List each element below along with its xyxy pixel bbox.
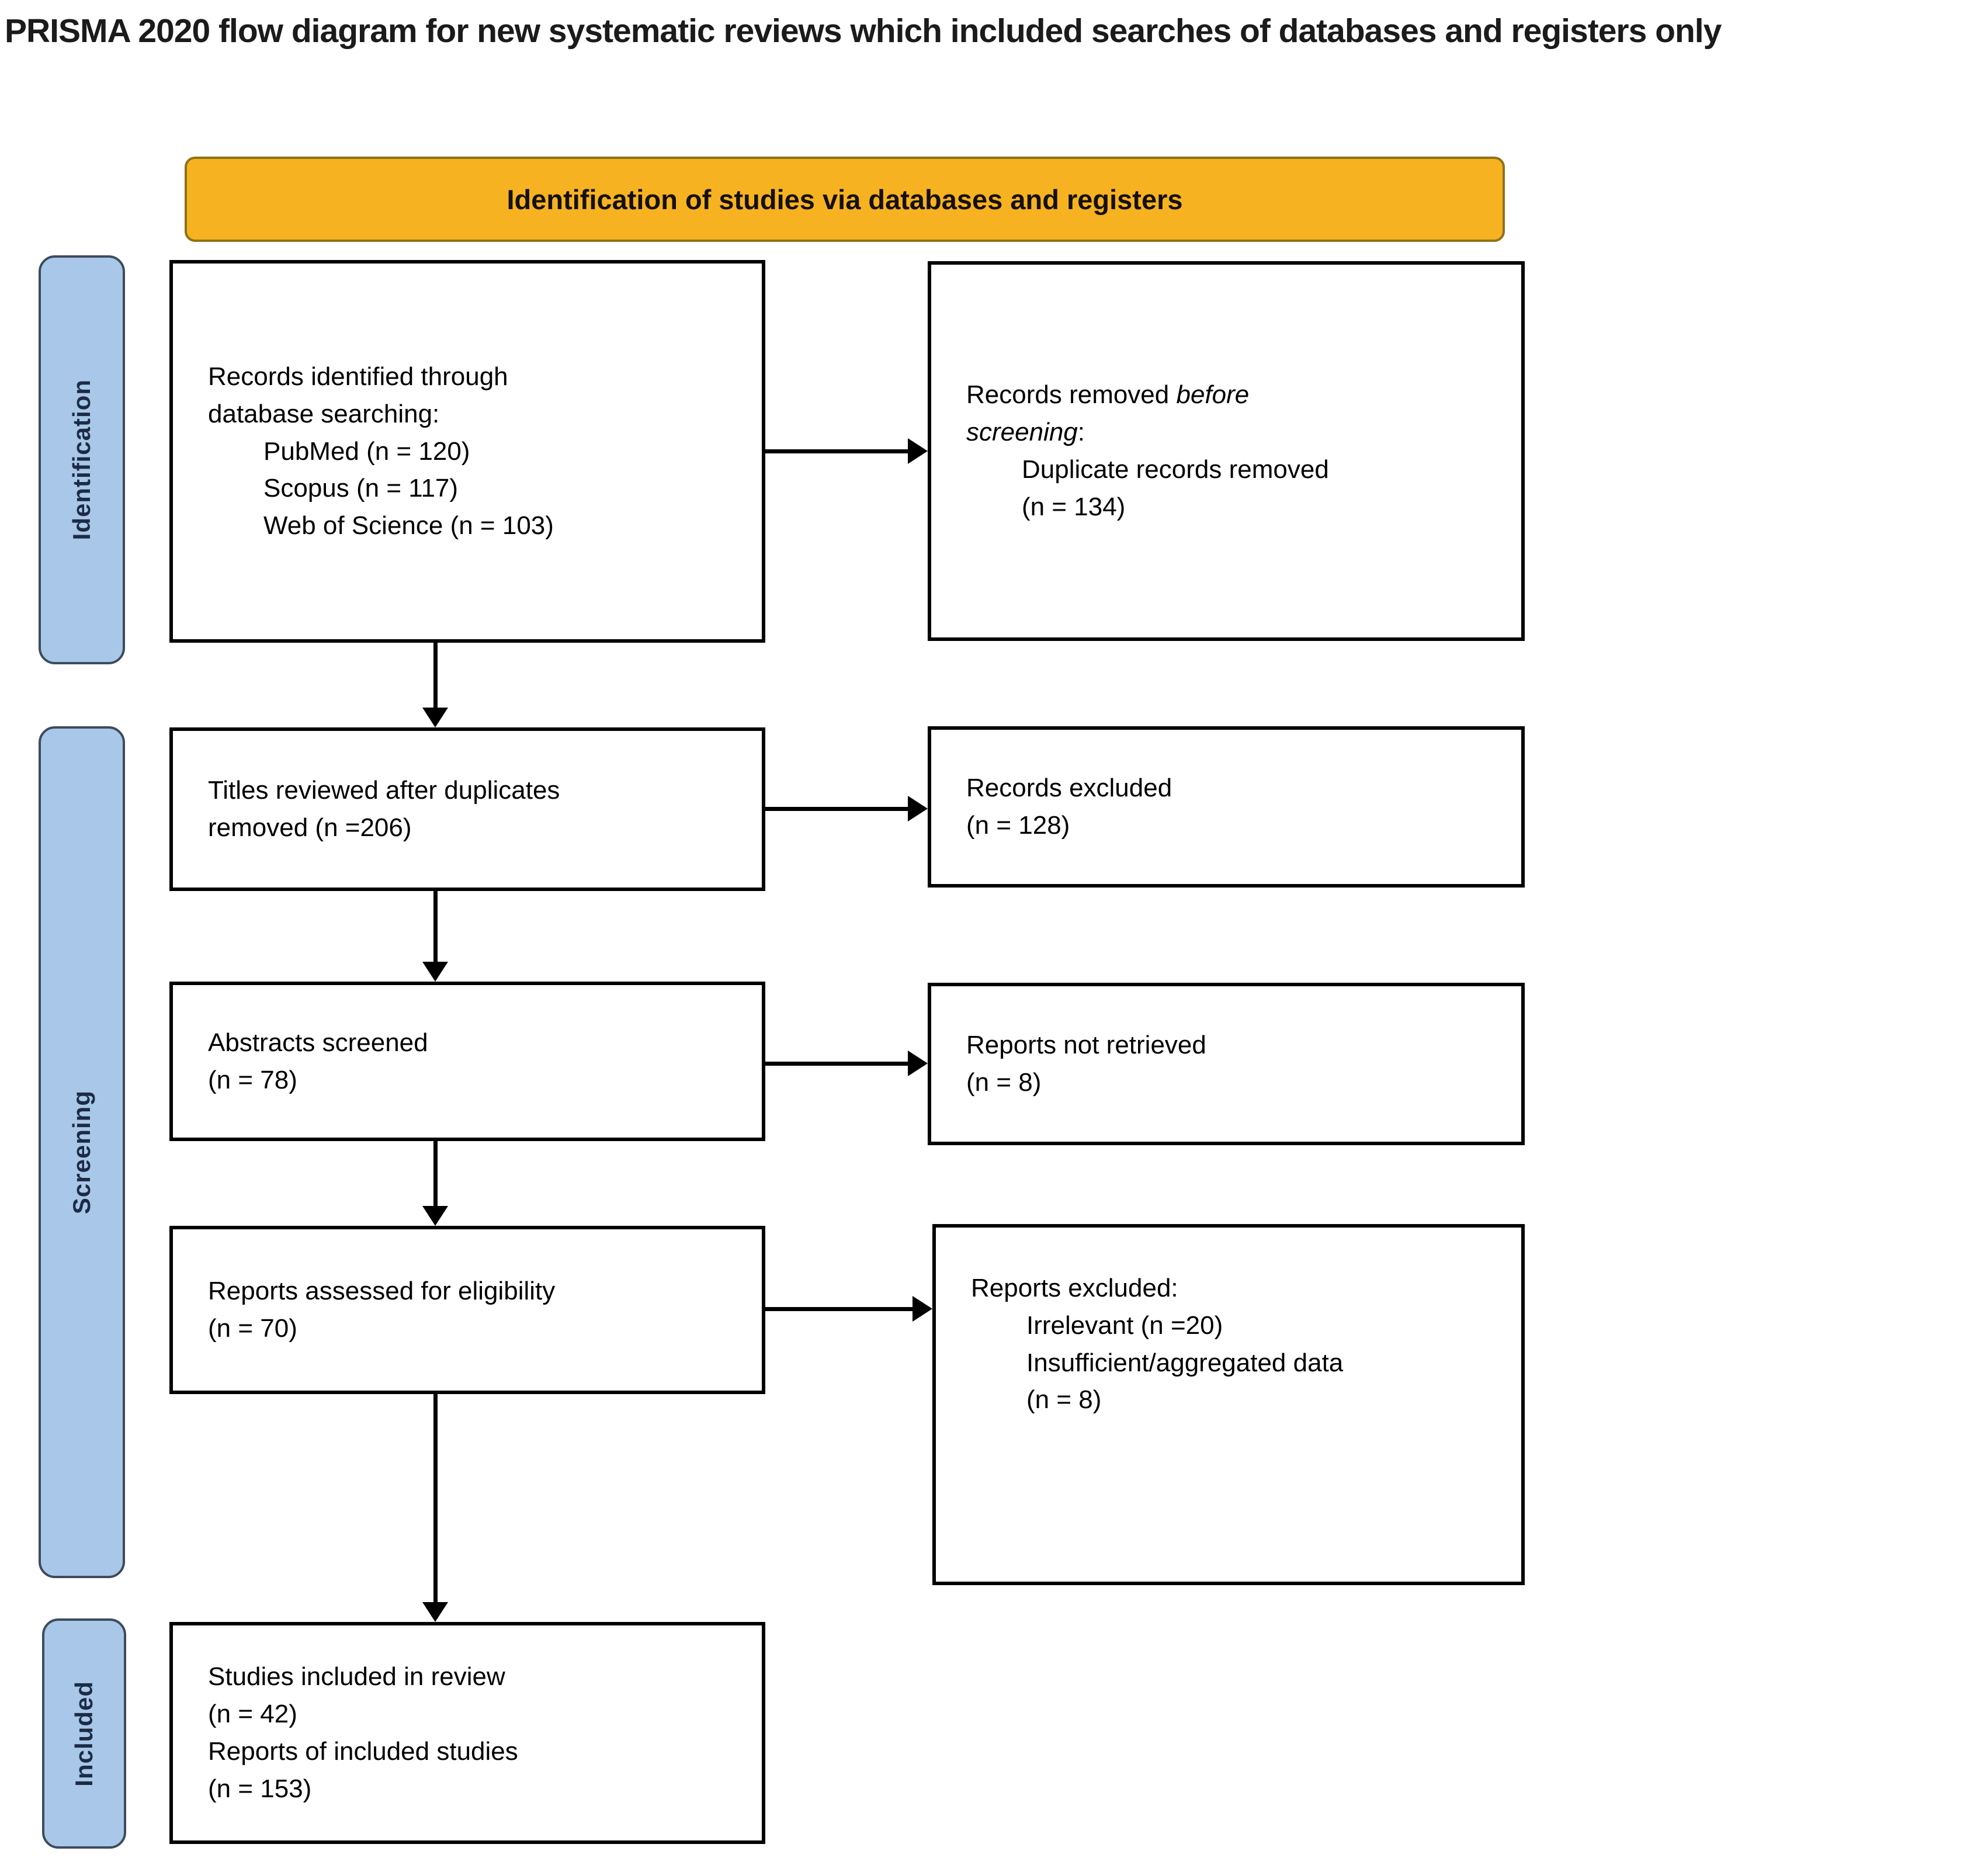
arrow-right-head-icon bbox=[908, 1051, 928, 1076]
box-records-identified: Records identified through database searc… bbox=[169, 260, 765, 643]
text-line: Reports not retrieved bbox=[966, 1031, 1206, 1060]
arrow-shaft bbox=[433, 1141, 438, 1206]
arrow-shaft bbox=[765, 1061, 908, 1066]
text-line: removed (n =206) bbox=[208, 813, 412, 842]
box-titles-reviewed: Titles reviewed after duplicates removed … bbox=[169, 727, 765, 891]
arrow-down-abstracts-to-reports bbox=[422, 1141, 448, 1226]
arrow-shaft bbox=[433, 643, 438, 708]
box-records-excluded: Records excluded (n = 128) bbox=[928, 726, 1525, 888]
page-title: PRISMA 2020 flow diagram for new systema… bbox=[5, 12, 1722, 50]
text-line: (n = 153) bbox=[208, 1774, 312, 1803]
text-line: Reports assessed for eligibility bbox=[208, 1277, 556, 1306]
text-line: (n = 8) bbox=[1026, 1385, 1102, 1415]
arrow-shaft bbox=[765, 1306, 913, 1311]
banner-identification-via-databases: Identification of studies via databases … bbox=[185, 157, 1505, 242]
text-line: (n = 78) bbox=[208, 1065, 297, 1094]
text-line: Duplicate records removed bbox=[1022, 455, 1329, 484]
text-line: database searching: bbox=[208, 399, 440, 428]
stage-screening: Screening bbox=[39, 726, 125, 1578]
arrow-right-head-icon bbox=[908, 796, 928, 821]
text-line: Abstracts screened bbox=[208, 1028, 428, 1057]
arrow-right-assessed-to-excluded bbox=[765, 1296, 932, 1322]
box-records-removed-before-screening: Records removed before screening: Duplicat… bbox=[928, 261, 1525, 641]
arrow-shaft bbox=[433, 1394, 438, 1602]
arrow-shaft bbox=[765, 806, 908, 811]
text-line: PubMed (n = 120) bbox=[263, 436, 470, 466]
arrow-right-abstracts-to-not-retrieved bbox=[765, 1051, 928, 1076]
text-line: (n = 42) bbox=[208, 1700, 297, 1729]
text-line: Records identified through bbox=[208, 362, 508, 391]
text-line: Titles reviewed after duplicates bbox=[208, 776, 560, 805]
arrow-right-identified-to-removed bbox=[765, 438, 928, 464]
banner-label: Identification of studies via databases … bbox=[506, 183, 1183, 215]
arrow-down-titles-to-abstracts bbox=[422, 891, 448, 982]
box-studies-included: Studies included in review (n = 42) Report… bbox=[169, 1622, 765, 1844]
text-line: Scopus (n = 117) bbox=[263, 474, 459, 503]
text-line: Reports excluded: bbox=[971, 1274, 1178, 1302]
text-line: (n = 128) bbox=[966, 811, 1070, 840]
box-reports-assessed: Reports assessed for eligibility (n = 70) bbox=[169, 1226, 765, 1394]
arrow-down-head-icon bbox=[422, 1602, 448, 1622]
stage-identification: Identification bbox=[39, 255, 125, 664]
text-line: Studies included in review bbox=[208, 1662, 505, 1691]
text-line: Records excluded bbox=[966, 774, 1172, 803]
arrow-down-identified-to-titles bbox=[422, 643, 448, 727]
arrow-down-head-icon bbox=[422, 1206, 448, 1226]
text-line: screening: bbox=[966, 418, 1085, 447]
box-reports-excluded: Reports excluded: Irrelevant (n =20) Insuf… bbox=[932, 1224, 1525, 1585]
arrow-shaft bbox=[433, 891, 438, 962]
stage-included: Included bbox=[42, 1618, 126, 1849]
stage-included-label: Included bbox=[70, 1680, 98, 1787]
stage-screening-label: Screening bbox=[68, 1090, 95, 1215]
arrow-right-titles-to-excluded bbox=[765, 796, 928, 821]
text-line: (n = 8) bbox=[966, 1068, 1042, 1097]
box-abstracts-screened: Abstracts screened (n = 78) bbox=[169, 982, 765, 1141]
text-line: Insufficient/aggregated data bbox=[1026, 1348, 1344, 1377]
text-line: (n = 134) bbox=[1022, 492, 1126, 521]
text-line: (n = 70) bbox=[208, 1314, 297, 1343]
stage-identification-label: Identification bbox=[68, 379, 95, 540]
arrow-down-head-icon bbox=[422, 962, 448, 982]
arrow-right-head-icon bbox=[913, 1296, 932, 1322]
text-line: Records removed before bbox=[966, 380, 1250, 410]
arrow-down-head-icon bbox=[422, 708, 448, 727]
text-line: Web of Science (n = 103) bbox=[263, 511, 554, 540]
arrow-down-reports-to-included bbox=[422, 1394, 448, 1622]
box-reports-not-retrieved: Reports not retrieved (n = 8) bbox=[928, 983, 1525, 1145]
text-line: Irrelevant (n =20) bbox=[1026, 1311, 1223, 1340]
arrow-shaft bbox=[765, 449, 908, 453]
arrow-right-head-icon bbox=[908, 438, 928, 464]
text-line: Reports of included studies bbox=[208, 1737, 518, 1766]
